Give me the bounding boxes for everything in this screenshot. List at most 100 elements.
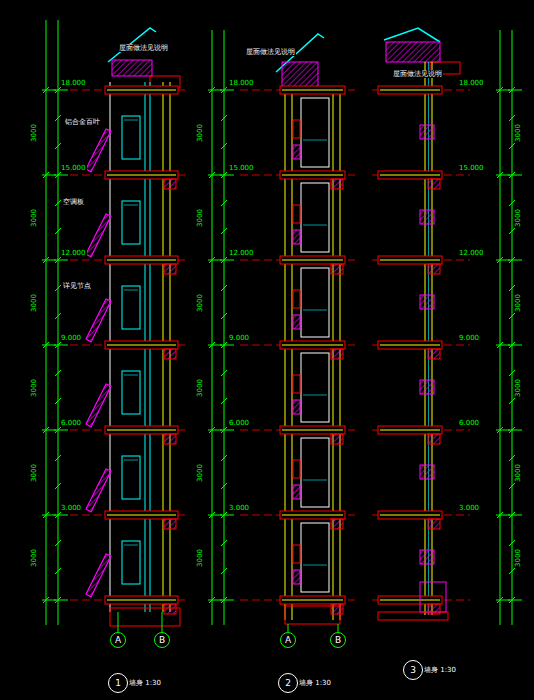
dimension-tick xyxy=(221,455,227,461)
level-line xyxy=(70,430,185,431)
inner-line xyxy=(303,480,327,481)
axis-bubble: B xyxy=(154,632,170,648)
note-text: 屋面做法见说明 xyxy=(118,44,169,52)
floor-slab xyxy=(105,86,178,94)
extension-line xyxy=(208,600,222,601)
floor-slab xyxy=(105,426,178,434)
level-line xyxy=(240,515,355,516)
beam-section xyxy=(331,264,343,274)
dimension-tick xyxy=(55,313,61,319)
axis-bubble: A xyxy=(280,632,296,648)
extension-line xyxy=(220,260,234,261)
window-mullion xyxy=(124,120,138,121)
dimension-tick xyxy=(55,143,61,149)
dimension-text: 3000 xyxy=(514,123,522,143)
dimension-tick xyxy=(221,200,227,206)
inner-line xyxy=(303,140,327,141)
floor-slab xyxy=(378,86,442,94)
dimension-tick xyxy=(55,200,61,206)
dimension-tick xyxy=(221,115,227,121)
window-mullion xyxy=(124,205,138,206)
level-line xyxy=(70,515,185,516)
extension-line xyxy=(508,175,522,176)
beam-section xyxy=(428,519,440,529)
extension-line xyxy=(220,345,234,346)
slab-core xyxy=(107,175,176,176)
detail-number-circle: 2 xyxy=(278,673,298,693)
dimension-text: 3000 xyxy=(514,293,522,313)
dimension-line xyxy=(212,30,213,625)
dimension-text: 3000 xyxy=(30,463,38,483)
extension-line xyxy=(508,345,522,346)
extension-line xyxy=(42,90,56,91)
dimension-tick xyxy=(221,483,227,489)
glazing-line xyxy=(428,62,429,615)
window xyxy=(122,541,140,584)
level-line xyxy=(240,430,355,431)
level-line xyxy=(372,90,470,91)
level-line xyxy=(372,600,470,601)
elevation-mark: 15.000 xyxy=(228,164,255,172)
extension-line xyxy=(208,345,222,346)
window-head xyxy=(420,380,434,394)
dimension-tick xyxy=(55,285,61,291)
dimension-tick xyxy=(509,143,515,149)
slab-core xyxy=(380,260,440,261)
dimension-line xyxy=(500,30,501,625)
dimension-text: 3000 xyxy=(196,463,204,483)
circle-label: 2 xyxy=(285,678,291,688)
extension-line xyxy=(54,175,68,176)
level-line xyxy=(240,600,355,601)
extension-line xyxy=(42,175,56,176)
slab-core xyxy=(380,515,440,516)
dimension-text: 3000 xyxy=(196,208,204,228)
slab-core xyxy=(282,430,343,431)
extension-line xyxy=(220,430,234,431)
inner-line xyxy=(303,565,327,566)
room-outline xyxy=(301,523,329,592)
floor-slab xyxy=(280,341,345,349)
louver-awning xyxy=(86,299,111,342)
dimension-tick xyxy=(221,285,227,291)
dimension-tick xyxy=(55,540,61,546)
extension-line xyxy=(42,260,56,261)
slab-core xyxy=(380,345,440,346)
beam-section xyxy=(331,434,343,444)
dimension-tick xyxy=(509,398,515,404)
level-line xyxy=(240,345,355,346)
wall-line xyxy=(432,62,433,615)
dimension-text: 3000 xyxy=(30,208,38,228)
elevation-mark: 15.000 xyxy=(458,164,485,172)
extension-line xyxy=(54,600,68,601)
extension-line xyxy=(220,175,234,176)
roof-slope xyxy=(384,28,440,42)
lintel xyxy=(293,315,300,329)
wall-line xyxy=(292,90,293,620)
floor-slab xyxy=(280,511,345,519)
window xyxy=(122,201,140,244)
extension-line xyxy=(496,515,510,516)
axis-line xyxy=(288,624,289,632)
extension-line xyxy=(42,430,56,431)
beam-section xyxy=(331,519,343,529)
level-line xyxy=(240,260,355,261)
dimension-text: 3000 xyxy=(196,123,204,143)
floor-slab xyxy=(105,511,178,519)
floor-slab xyxy=(378,426,442,434)
elevation-mark: 9.000 xyxy=(60,334,82,342)
extension-line xyxy=(508,430,522,431)
dimension-tick xyxy=(221,228,227,234)
window-frame xyxy=(293,290,300,308)
note-text: 屋面做法见说明 xyxy=(245,48,296,56)
dimension-tick xyxy=(221,568,227,574)
note-text: 铝合金百叶 xyxy=(64,118,101,126)
extension-line xyxy=(508,600,522,601)
beam-section xyxy=(428,264,440,274)
dimension-tick xyxy=(55,370,61,376)
floor-slab xyxy=(378,596,442,604)
circle-label: 1 xyxy=(115,678,121,688)
window-frame xyxy=(293,205,300,223)
floor-slab xyxy=(280,596,345,604)
dimension-text: 3000 xyxy=(30,548,38,568)
dimension-tick xyxy=(509,228,515,234)
